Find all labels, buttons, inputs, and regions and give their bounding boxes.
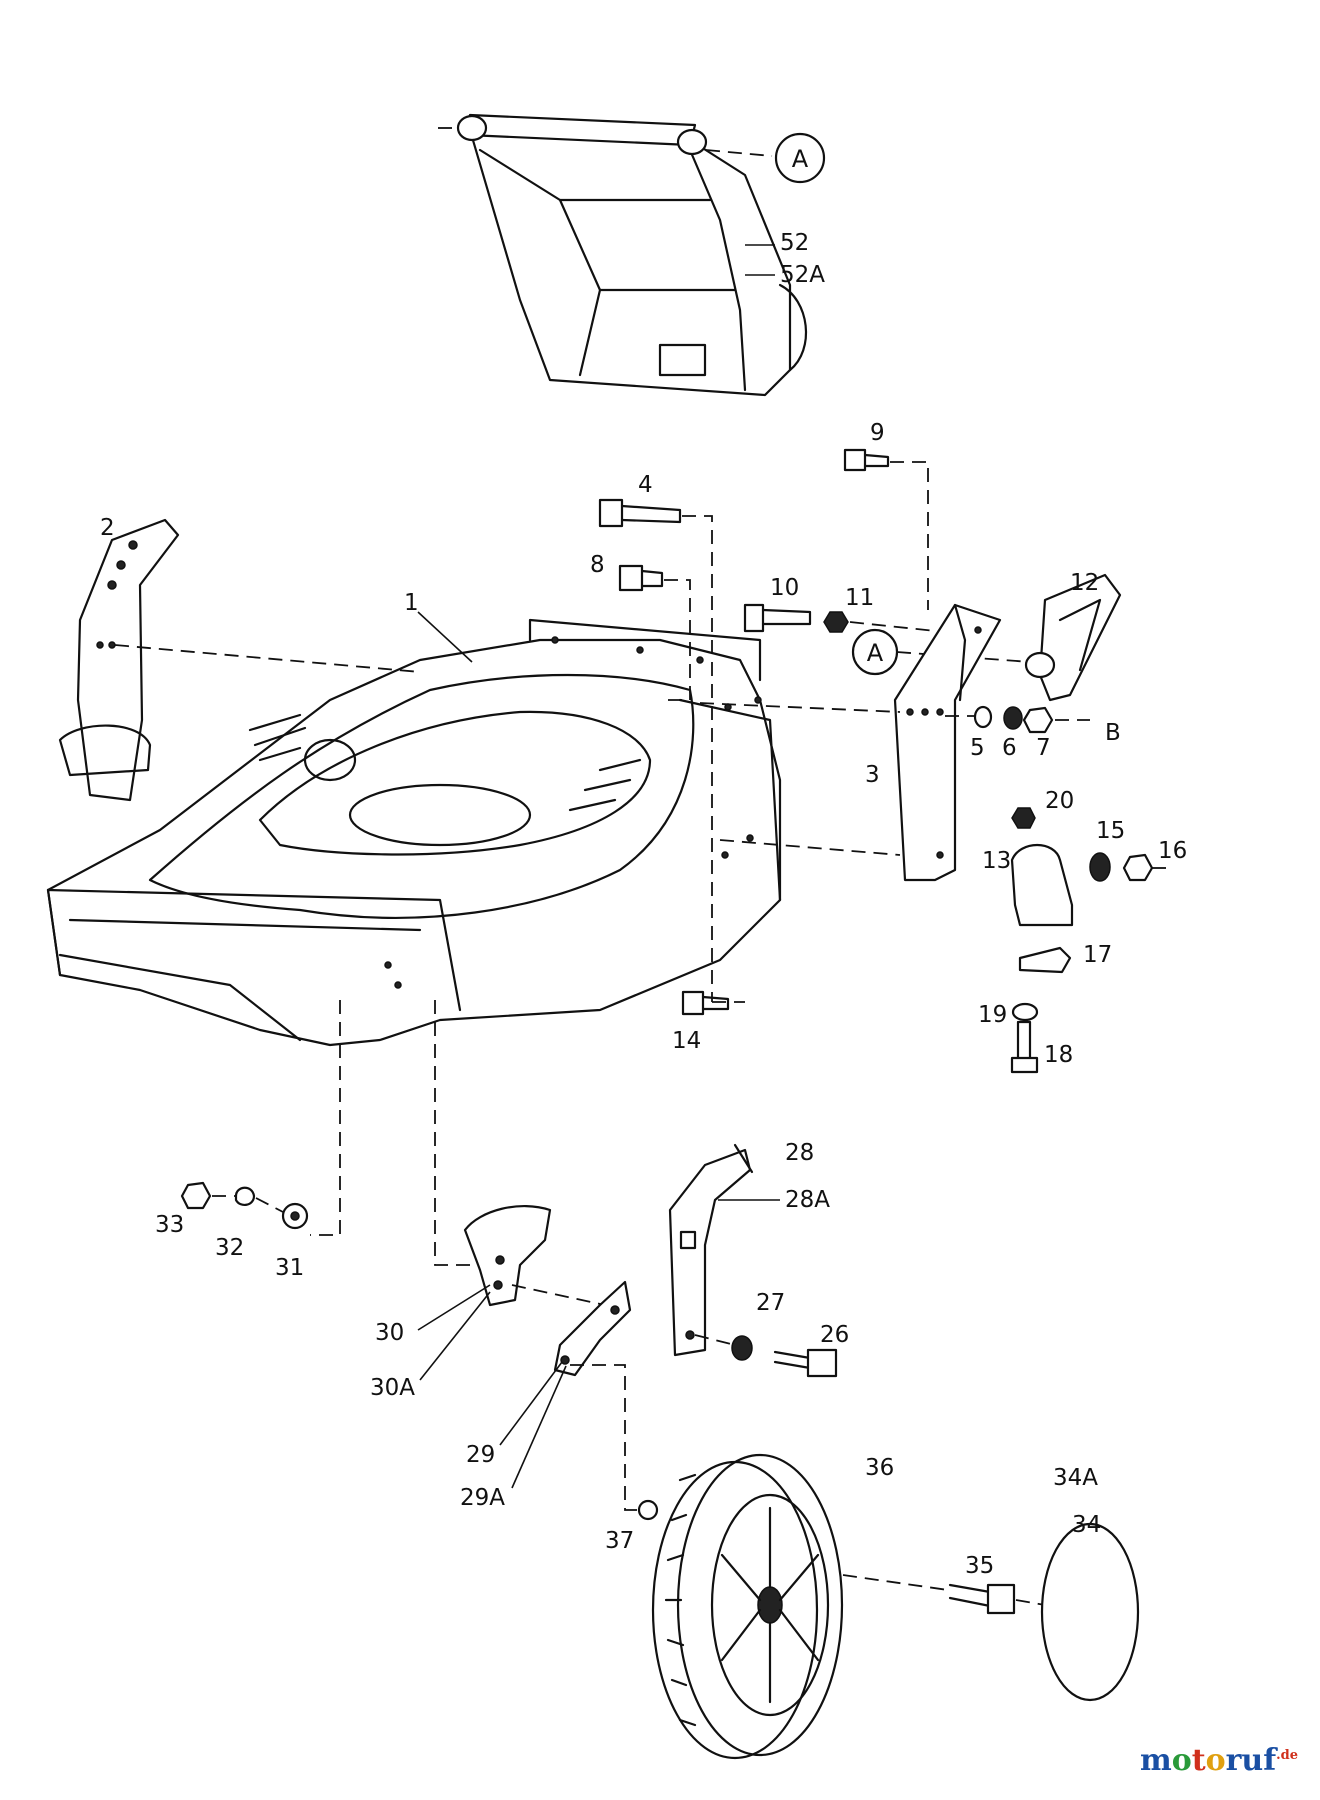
callout-37: 37	[605, 1528, 634, 1554]
bolt-26	[773, 1348, 838, 1378]
mower-deck	[46, 618, 782, 1047]
callout-26: 26	[820, 1322, 849, 1348]
callout-19: 19	[978, 1002, 1007, 1028]
callout-28: 28	[785, 1140, 814, 1166]
watermark-tld: .de	[1276, 1748, 1298, 1763]
bolt-10	[743, 603, 812, 633]
watermark-part: ruf	[1225, 1743, 1277, 1778]
callout-8: 8	[590, 552, 605, 578]
callout-b: B	[1105, 720, 1121, 746]
washer-19	[1011, 1002, 1039, 1022]
watermark-logo: motoruf.de	[1140, 1743, 1298, 1778]
callout-52: 52	[780, 230, 809, 256]
callout-3: 3	[865, 762, 880, 788]
callout-36: 36	[865, 1455, 894, 1481]
callout-15: 15	[1096, 818, 1125, 844]
screw-14	[681, 990, 730, 1016]
reference-marker-a-middle: A	[851, 628, 899, 676]
callout-18: 18	[1044, 1042, 1073, 1068]
callout-9: 9	[870, 420, 885, 446]
callout-29: 29	[466, 1442, 495, 1468]
washer-6	[1003, 706, 1023, 730]
callout-2: 2	[100, 515, 115, 541]
callout-4: 4	[638, 472, 653, 498]
callout-13: 13	[982, 848, 1011, 874]
callout-16: 16	[1158, 838, 1187, 864]
nut-11	[823, 611, 849, 633]
svg-text:A: A	[792, 145, 809, 173]
lock-washer-32	[234, 1186, 256, 1206]
washer-27	[731, 1335, 753, 1361]
callout-11: 11	[845, 585, 874, 611]
axle-bolt-35	[948, 1583, 1016, 1615]
washer-15	[1089, 852, 1111, 882]
callout-30: 30	[375, 1320, 404, 1346]
callout-17: 17	[1083, 942, 1112, 968]
callout-29a: 29A	[460, 1485, 505, 1511]
hubcap-34	[1040, 1522, 1140, 1702]
callout-12: 12	[1070, 570, 1099, 596]
watermark-part: o	[1171, 1743, 1192, 1778]
callout-28a: 28A	[785, 1187, 830, 1213]
callout-10: 10	[770, 575, 799, 601]
bolt-4	[598, 498, 682, 528]
right-handle-bracket	[893, 603, 1002, 882]
washer-37	[637, 1499, 659, 1521]
wheel-36	[651, 1453, 844, 1760]
watermark-part: o	[1205, 1743, 1226, 1778]
axle-bracket-30	[463, 1205, 552, 1307]
callout-6: 6	[1002, 735, 1017, 761]
height-lever-28	[668, 1143, 754, 1357]
callout-5: 5	[970, 735, 985, 761]
left-handle-bracket	[58, 518, 180, 802]
grass-flap	[456, 113, 808, 397]
washer-31	[281, 1202, 309, 1230]
watermark-part: m	[1139, 1743, 1172, 1778]
bolt-18	[1010, 1020, 1039, 1074]
callout-30a: 30A	[370, 1375, 415, 1401]
callout-31: 31	[275, 1255, 304, 1281]
callout-33: 33	[155, 1212, 184, 1238]
callout-20: 20	[1045, 788, 1074, 814]
callout-14: 14	[672, 1028, 701, 1054]
callout-34: 34	[1072, 1512, 1101, 1538]
nut-20	[1011, 807, 1036, 829]
callout-32: 32	[215, 1235, 244, 1261]
height-lever-12	[1024, 573, 1122, 702]
clamp-17	[1018, 946, 1072, 974]
watermark-part: t	[1191, 1743, 1206, 1778]
washer-5	[973, 705, 993, 729]
callout-1: 1	[404, 590, 419, 616]
bracket-13	[1010, 844, 1074, 927]
nut-33	[180, 1181, 212, 1210]
screw-8	[618, 564, 664, 592]
reference-marker-a-top: A	[774, 132, 826, 184]
callout-35: 35	[965, 1553, 994, 1579]
nut-16	[1122, 853, 1154, 882]
screw-9	[843, 448, 890, 472]
svg-text:A: A	[867, 639, 884, 667]
callout-34a: 34A	[1053, 1465, 1098, 1491]
callout-52a: 52A	[780, 262, 825, 288]
nut-7	[1022, 706, 1054, 734]
callout-7: 7	[1036, 735, 1051, 761]
callout-27: 27	[756, 1290, 785, 1316]
axle-plate-29	[553, 1280, 632, 1377]
